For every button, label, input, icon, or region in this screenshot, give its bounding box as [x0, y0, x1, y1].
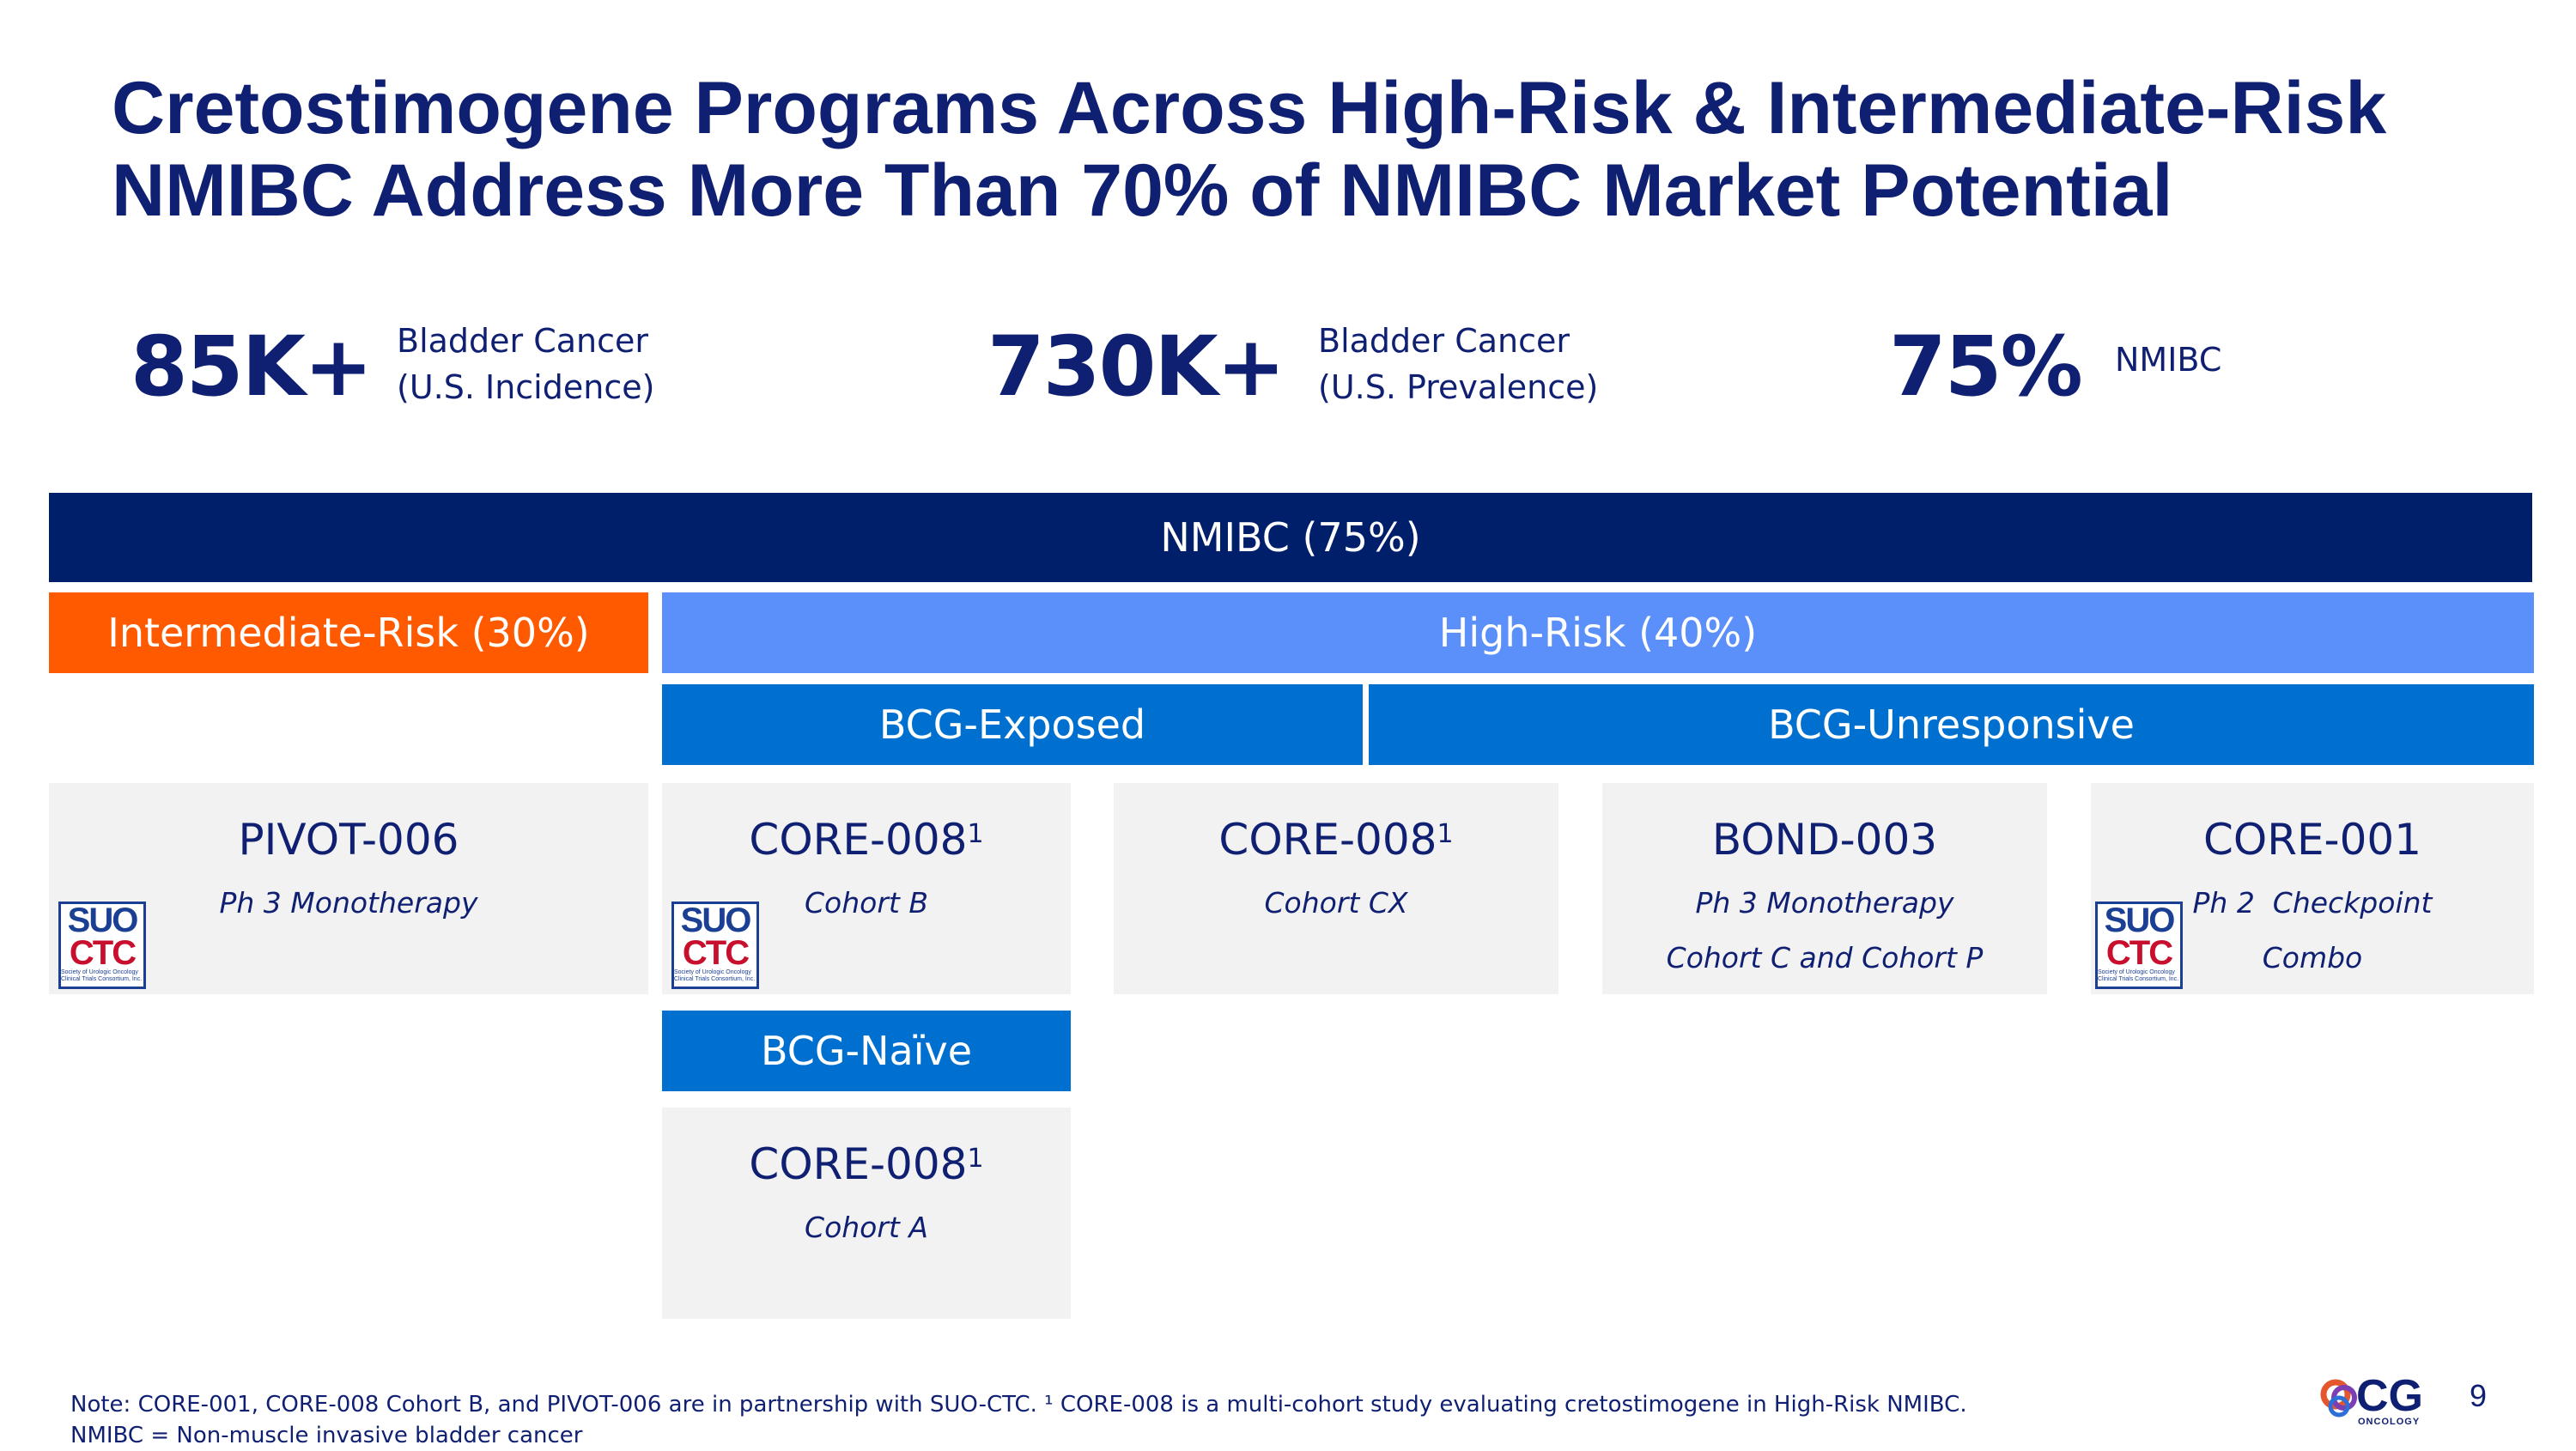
card-core-001-title: CORE-001: [2202, 815, 2422, 865]
suo-ctc-logo-line1: SUO: [680, 902, 752, 939]
intermediate-risk-bar: Intermediate-Risk (30%): [49, 592, 648, 673]
card-bond-003-subtitle-2: Cohort C and Cohort P: [1666, 941, 1984, 974]
stat-incidence-label-line1: Bladder Cancer: [397, 322, 649, 360]
page-number: 9: [2470, 1378, 2488, 1413]
stat-nmibc-value: 75%: [1889, 319, 2083, 415]
card-core-001-subtitle-2: Combo: [2262, 941, 2363, 974]
suo-ctc-logo-caption: Society of Urologic Oncology Clinical Tr…: [2098, 969, 2179, 982]
suo-ctc-logo-line1: SUO: [67, 902, 139, 939]
card-core-008-cohort-a-subtitle: Cohort A: [805, 1211, 928, 1244]
footnote-line1: Note: CORE-001, CORE-008 Cohort B, and P…: [70, 1392, 1967, 1418]
page-title-line2: NMIBC Address More Than 70% of NMIBC Mar…: [112, 149, 2173, 232]
card-core-008-cohort-cx: CORE-0081 Cohort CX: [1114, 783, 1558, 994]
card-pivot-006-subtitle: Ph 3 Monotherapy: [219, 886, 478, 920]
suo-ctc-logo-line1: SUO: [2104, 902, 2176, 939]
stat-incidence-value: 85K+: [131, 319, 373, 415]
high-risk-bar: High-Risk (40%): [662, 592, 2534, 673]
stat-prevalence-label: Bladder Cancer (U.S. Prevalence): [1318, 318, 1598, 410]
suo-ctc-logo-line2: CTC: [2105, 934, 2173, 972]
cg-oncology-logo-mark: [2320, 1379, 2357, 1418]
card-core-008-cohort-b-subtitle: Cohort B: [805, 886, 928, 920]
page-title-line1: Cretostimogene Programs Across High-Risk…: [112, 67, 2387, 149]
bcg-exposed-bar: BCG-Exposed: [662, 684, 1363, 765]
suo-ctc-logo-caption: Society of Urologic Oncology Clinical Tr…: [61, 969, 143, 982]
footnote: Note: CORE-001, CORE-008 Cohort B, and P…: [70, 1389, 2303, 1451]
cg-oncology-logo-text: CG: [2356, 1371, 2423, 1421]
card-core-008-cohort-a-title: CORE-0081: [749, 1139, 984, 1189]
suo-ctc-logo-caption: Society of Urologic Oncology Clinical Tr…: [674, 969, 756, 982]
stat-incidence-label-line2: (U.S. Incidence): [397, 368, 655, 406]
cg-oncology-logo: CG ONCOLOGY: [2318, 1372, 2430, 1432]
stat-prevalence-label-line2: (U.S. Prevalence): [1318, 368, 1599, 406]
card-bond-003: BOND-003 Ph 3 Monotherapy Cohort C and C…: [1602, 783, 2047, 994]
card-core-001-subtitle-1: Ph 2 Checkpoint: [2192, 886, 2433, 920]
stat-nmibc-label: NMIBC: [2115, 341, 2222, 379]
suo-ctc-logo: SUO CTC Society of Urologic Oncology Cli…: [58, 902, 146, 989]
bcg-naive-bar: BCG-Naïve: [662, 1011, 1071, 1091]
footnote-marker: 1: [967, 819, 984, 849]
card-core-008-cohort-b-title: CORE-0081: [749, 815, 984, 865]
card-core-008-cohort-cx-title: CORE-0081: [1218, 815, 1454, 865]
card-pivot-006-title: PIVOT-006: [238, 815, 459, 865]
stat-prevalence-label-line1: Bladder Cancer: [1318, 322, 1571, 360]
card-pivot-006: PIVOT-006 Ph 3 Monotherapy: [49, 783, 648, 994]
card-bond-003-subtitle-1: Ph 3 Monotherapy: [1695, 886, 1954, 920]
suo-ctc-logo: SUO CTC Society of Urologic Oncology Cli…: [671, 902, 759, 989]
card-core-008-cohort-cx-subtitle: Cohort CX: [1264, 886, 1408, 920]
suo-ctc-logo-line2: CTC: [682, 934, 750, 972]
stat-prevalence-value: 730K+: [987, 319, 1285, 415]
suo-ctc-logo-line2: CTC: [69, 934, 137, 972]
stat-incidence-label: Bladder Cancer (U.S. Incidence): [397, 318, 654, 410]
footnote-marker: 1: [1437, 819, 1454, 849]
suo-ctc-logo: SUO CTC Society of Urologic Oncology Cli…: [2095, 902, 2183, 989]
card-core-008-cohort-a: CORE-0081 Cohort A: [662, 1108, 1071, 1319]
card-bond-003-title: BOND-003: [1711, 815, 1938, 865]
footnote-line2: NMIBC = Non-muscle invasive bladder canc…: [70, 1423, 583, 1448]
nmibc-bar: NMIBC (75%): [49, 493, 2532, 582]
footnote-marker: 1: [967, 1144, 984, 1174]
page-title: Cretostimogene Programs Across High-Risk…: [112, 67, 2516, 232]
bcg-unresponsive-bar: BCG-Unresponsive: [1369, 684, 2534, 765]
cg-oncology-logo-subtext: ONCOLOGY: [2358, 1417, 2421, 1427]
